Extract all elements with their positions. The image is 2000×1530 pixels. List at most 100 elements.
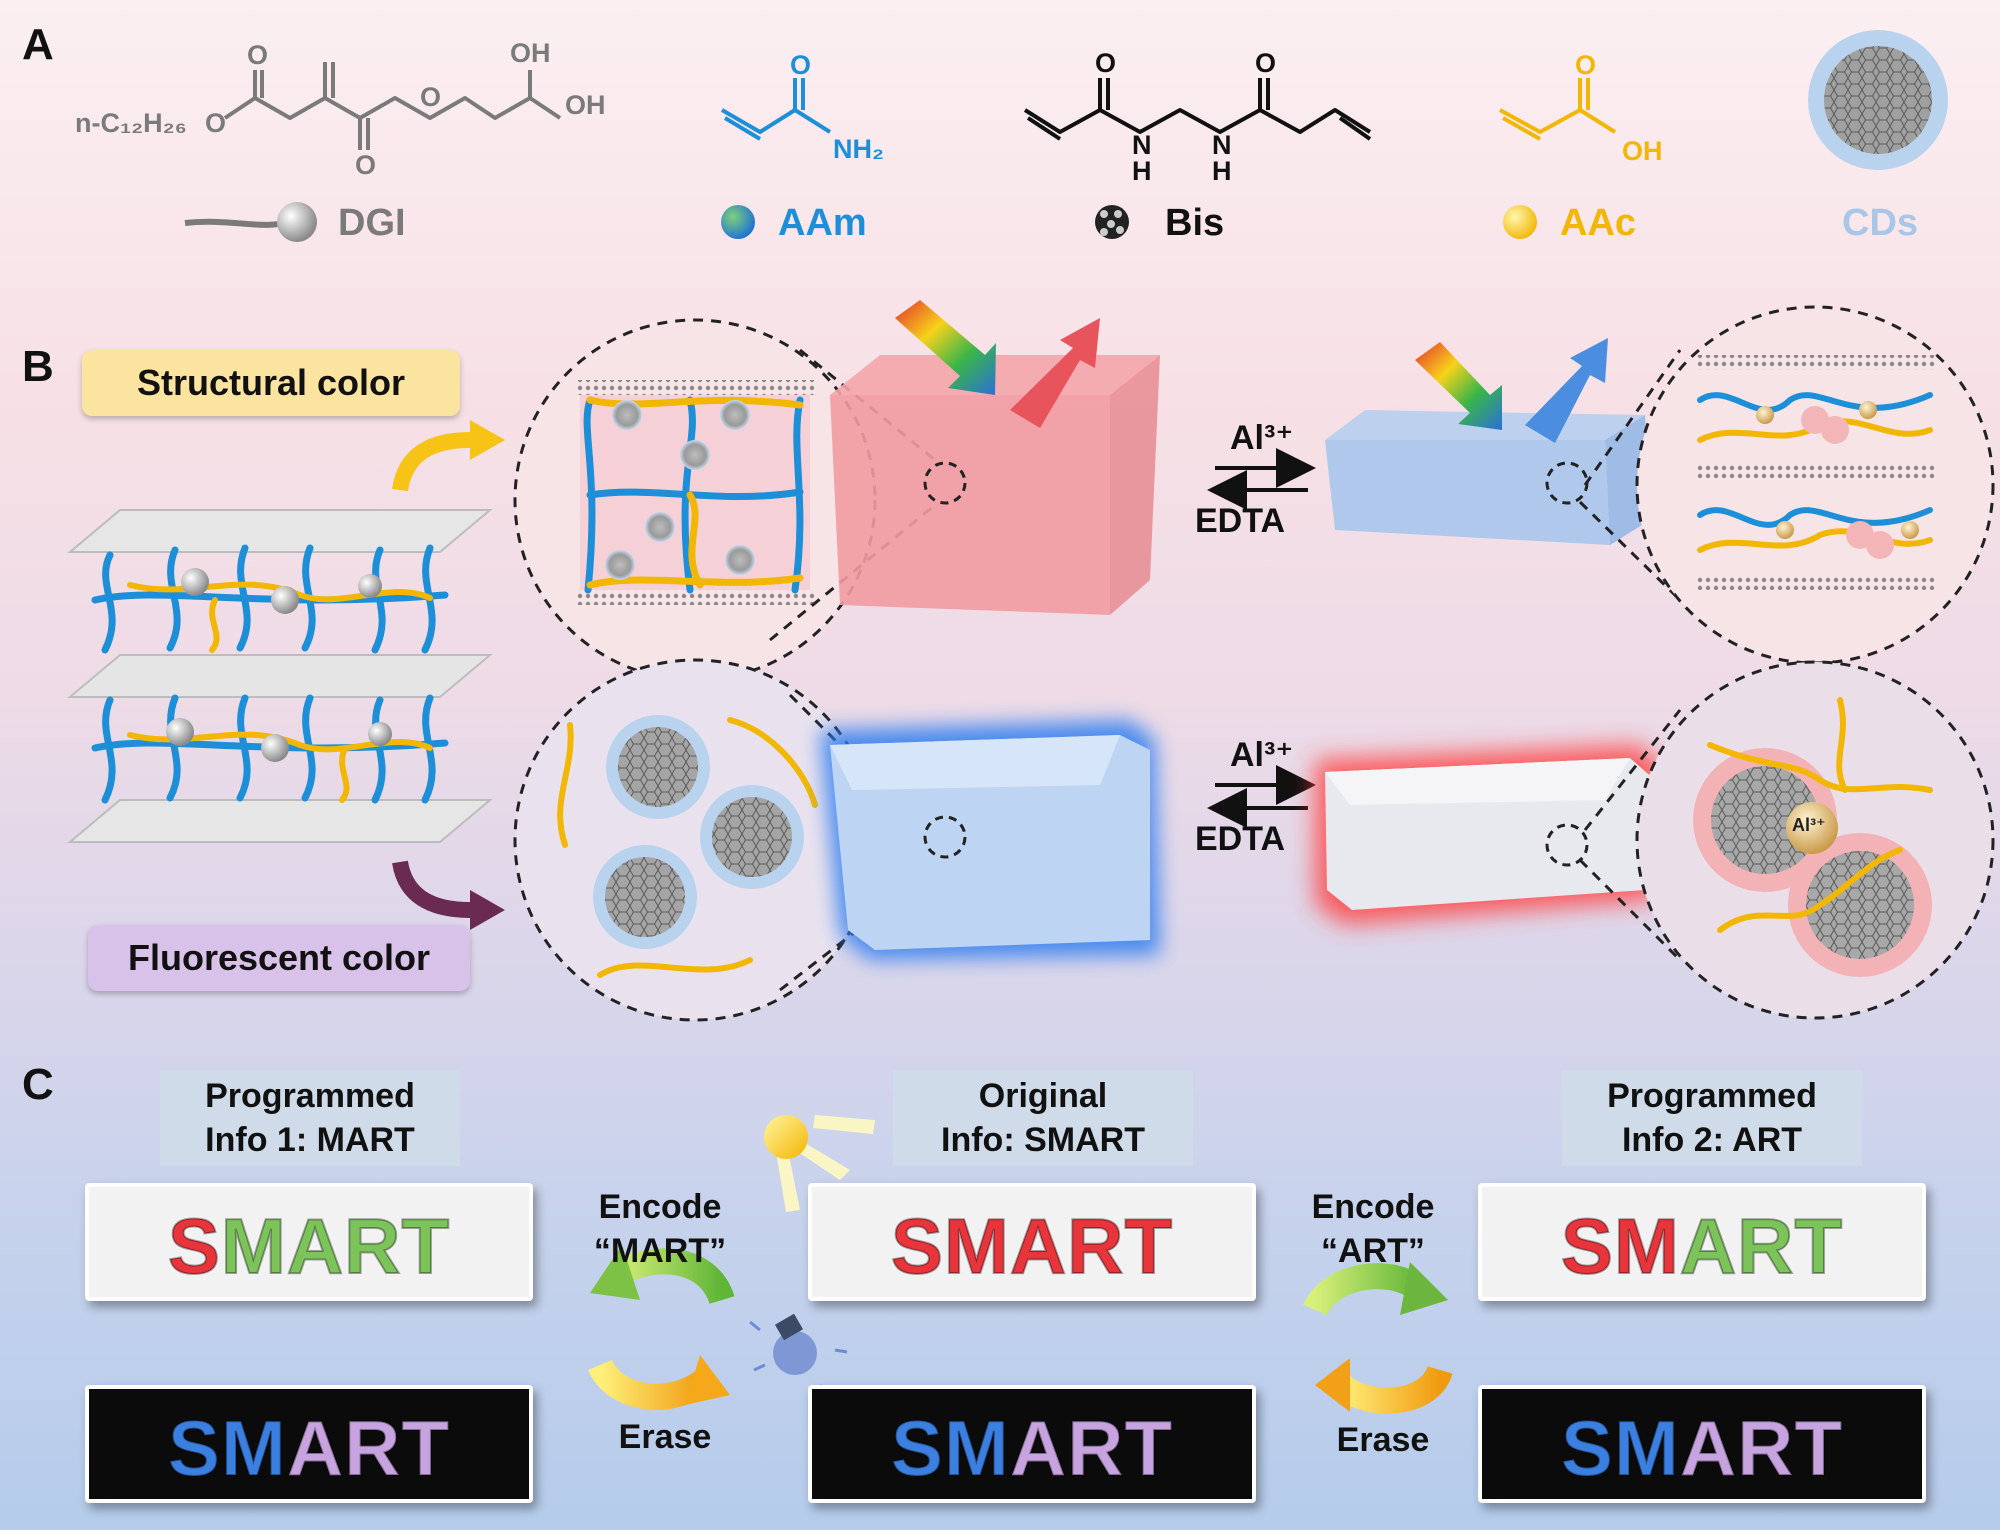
word-letter: M — [220, 1201, 287, 1291]
word-letter: S — [167, 1403, 221, 1493]
word-letter: R — [343, 1201, 402, 1291]
aac-hydroxyl: OH — [1622, 136, 1663, 166]
encode-art-line1: Encode — [1311, 1188, 1435, 1226]
word-letter: A — [286, 1201, 345, 1291]
aam-structure — [720, 78, 832, 141]
structural-color-label: Structural color — [82, 350, 460, 416]
word-letter: R — [1736, 1403, 1795, 1493]
word-letter: A — [286, 1403, 345, 1493]
word-right-top: SMART — [1482, 1201, 1922, 1292]
encode-mart-line2: “MART” — [593, 1232, 727, 1270]
fluorescent-branch-arrow — [392, 860, 471, 918]
bis-carbonyl-o-right: O — [1255, 48, 1277, 78]
dgi-hydroxyl-top: OH — [510, 38, 551, 68]
dgi-ester-o-left: O — [205, 108, 227, 138]
structural-branch-arrow — [392, 432, 471, 492]
structural-zoom-circle-left — [513, 318, 877, 682]
left-program-title: Programmed Info 1: MART — [160, 1070, 460, 1166]
word-left-top: SMART — [89, 1201, 529, 1292]
bis-hydrogen-right: H — [1212, 156, 1232, 186]
word-letter: M — [943, 1403, 1010, 1493]
aam-amine-label: NH₂ — [833, 134, 884, 164]
word-letter: M — [1613, 1201, 1680, 1291]
sun-icon — [764, 1115, 875, 1212]
aac-carbonyl-o: O — [1575, 50, 1597, 80]
reflected-red-arrow — [1010, 318, 1100, 428]
panel-label-a: A — [22, 20, 54, 69]
reflected-blue-arrow — [1525, 338, 1608, 443]
erase-label-left: Erase — [618, 1418, 712, 1456]
word-letter: R — [1066, 1403, 1125, 1493]
dgi-structure — [223, 62, 562, 150]
right-program-title-line2: Info 2: ART — [1621, 1121, 1803, 1159]
word-letter: R — [343, 1403, 402, 1493]
aam-legend-sphere — [721, 205, 755, 239]
light-bulb-icon — [749, 1313, 848, 1396]
word-mid-bottom: SMART — [812, 1403, 1252, 1494]
aac-structure — [1499, 78, 1617, 141]
word-letter: M — [943, 1201, 1010, 1291]
word-letter: M — [220, 1403, 287, 1493]
erase-label-right: Erase — [1336, 1421, 1430, 1459]
al-ion-sphere — [1786, 802, 1838, 854]
right-program-title: Programmed Info 2: ART — [1562, 1070, 1862, 1166]
word-letter: R — [1736, 1201, 1795, 1291]
encode-art-line2: “ART” — [1321, 1232, 1425, 1270]
encode-cycle-arrow-left — [590, 1245, 735, 1305]
word-letter: A — [1679, 1201, 1738, 1291]
word-letter: A — [1009, 1201, 1068, 1291]
plate-mid-bottom: SMART — [808, 1385, 1256, 1503]
incident-light-arrow-left — [895, 300, 996, 395]
aam-carbonyl-o: O — [790, 50, 812, 80]
left-program-title-line2: Info 1: MART — [205, 1121, 415, 1159]
plate-right-bottom: SMART — [1478, 1385, 1926, 1503]
word-letter: A — [1679, 1403, 1738, 1493]
plate-left-bottom: SMART — [85, 1385, 533, 1503]
left-program-title-line1: Programmed — [205, 1077, 415, 1115]
word-letter: T — [1794, 1403, 1844, 1493]
word-letter: R — [1066, 1201, 1125, 1291]
bis-structure — [1023, 78, 1372, 141]
al-ion-label-zoom: Al³⁺ — [1792, 815, 1826, 835]
original-info-title-line2: Info: SMART — [941, 1121, 1145, 1159]
structural-gel-red-block — [830, 355, 1160, 615]
dgi-legend-tail — [184, 218, 291, 228]
panel-label-c: C — [22, 1060, 54, 1109]
multilayer-hydrogel-illustration — [67, 509, 493, 843]
dgi-chain-label: n-C₁₂H₂₆ — [75, 108, 187, 138]
word-letter: S — [1560, 1403, 1614, 1493]
encode-art-label: Encode “ART” — [1288, 1185, 1458, 1273]
dgi-legend-sphere — [277, 202, 317, 242]
plate-right-top: SMART — [1478, 1183, 1926, 1301]
fluorescent-gel-blue-glow-block — [820, 720, 1160, 960]
structural-zoom-circle-right — [1635, 305, 1995, 665]
cds-label: CDs — [1842, 202, 1919, 244]
al-ion-label-top: Al³⁺ — [1230, 419, 1294, 457]
fluorescent-zoom-circle-left — [513, 658, 877, 1022]
al-ion-label-bottom: Al³⁺ — [1230, 736, 1294, 774]
structural-gel-blue-block — [1325, 410, 1650, 545]
incident-light-arrow-right — [1415, 342, 1502, 430]
word-letter: T — [1124, 1403, 1174, 1493]
aam-label: AAm — [778, 202, 867, 244]
fluorescent-gel-red-glow-block — [1315, 745, 1665, 925]
plate-left-top: SMART — [85, 1183, 533, 1301]
edta-label-top: EDTA — [1195, 502, 1286, 540]
encode-cycle-arrow-right — [1303, 1262, 1448, 1317]
bis-carbonyl-o-left: O — [1095, 48, 1117, 78]
original-info-title: Original Info: SMART — [893, 1070, 1193, 1166]
fluorescent-color-label: Fluorescent color — [88, 925, 470, 991]
right-program-title-line1: Programmed — [1607, 1077, 1817, 1115]
cds-sphere-icon — [1808, 30, 1948, 170]
dgi-carbonyl-o-left: O — [247, 40, 269, 70]
word-letter: S — [1560, 1201, 1614, 1291]
aac-legend-sphere — [1503, 205, 1537, 239]
bis-nitrogen-right: N — [1212, 130, 1232, 160]
dgi-carbonyl-o-right: O — [355, 150, 377, 180]
plate-mid-top: SMART — [808, 1183, 1256, 1301]
word-letter: T — [1124, 1201, 1174, 1291]
word-mid-top: SMART — [812, 1201, 1252, 1292]
word-right-bottom: SMART — [1482, 1403, 1922, 1494]
